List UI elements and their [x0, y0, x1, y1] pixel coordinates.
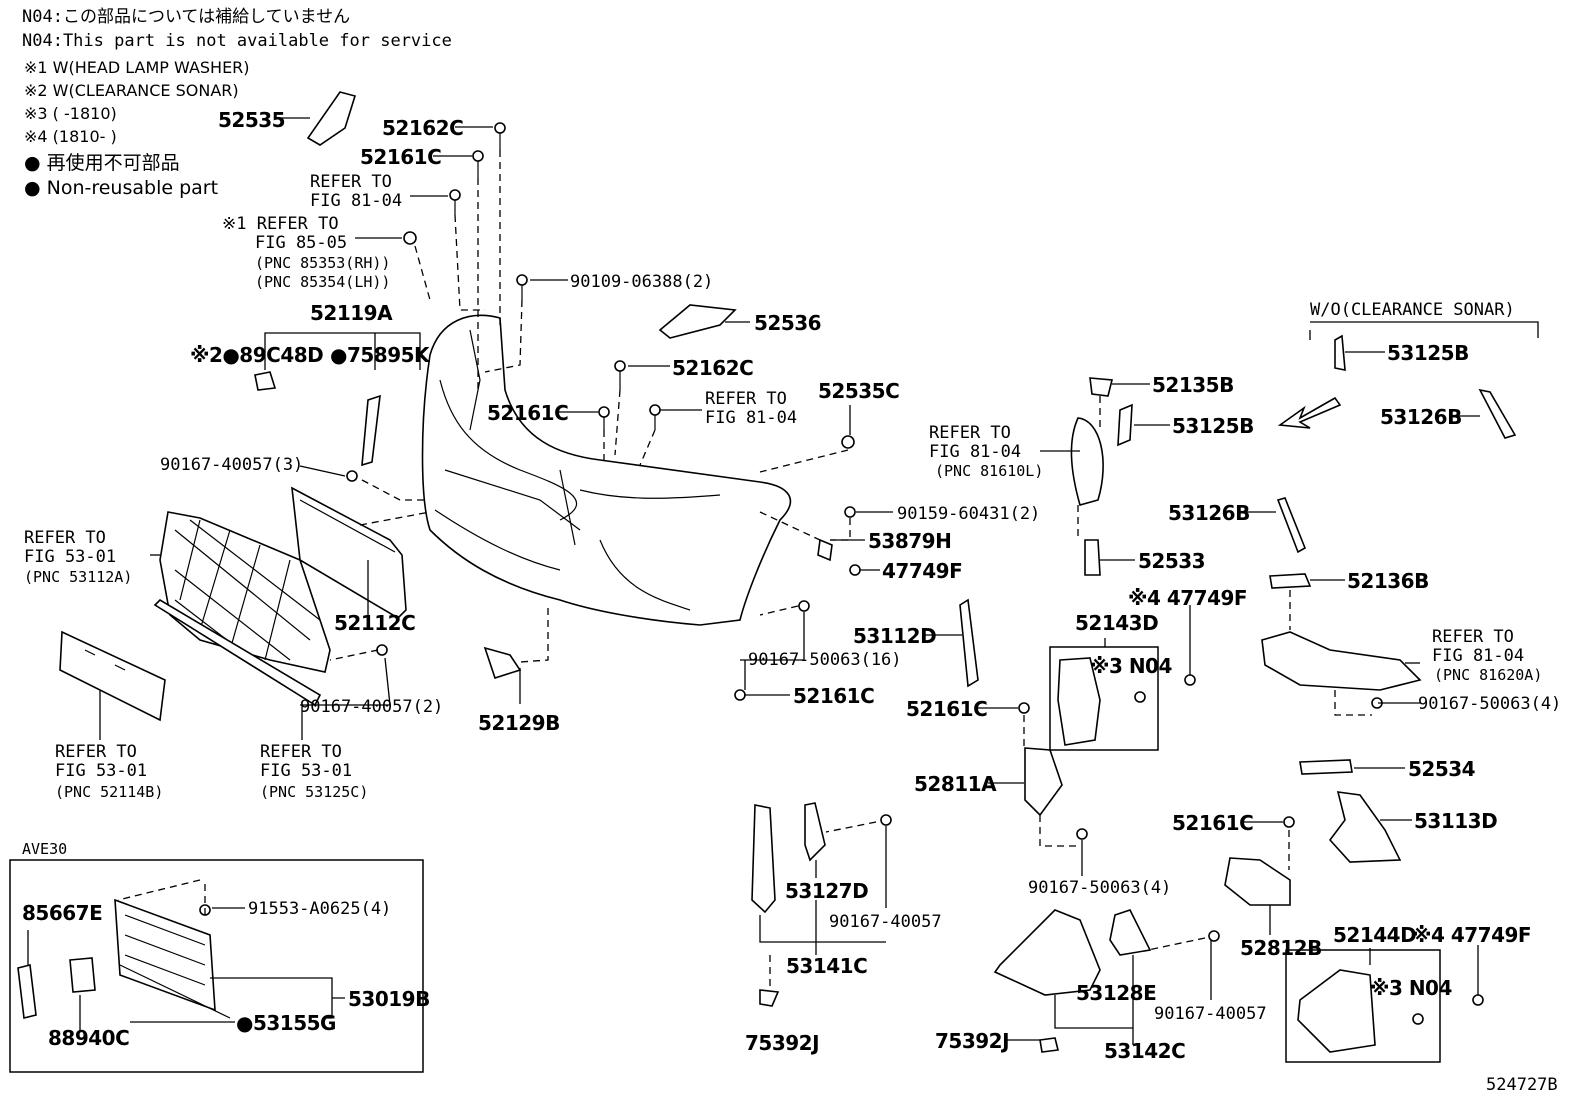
label-85667E[interactable]: 85667E [22, 901, 103, 925]
label-52144D[interactable]: 52144D [1333, 923, 1417, 947]
ave30-label: AVE30 [22, 840, 67, 858]
note-n04-en: N04:This part is not available for servi… [22, 31, 452, 51]
label-52535C[interactable]: 52535C [818, 379, 900, 403]
note-cond4: ※4 (1810- ) [24, 127, 117, 146]
label-88940C[interactable]: 88940C [48, 1026, 130, 1050]
fog-bezel-parts[interactable] [751, 802, 1152, 1053]
label-47749F-a[interactable]: 47749F [882, 559, 963, 583]
lower-molding-part[interactable] [153, 598, 322, 707]
label-52162C-mid[interactable]: 52162C [672, 356, 754, 380]
label-90167-3[interactable]: 90167-40057(3) [160, 455, 303, 475]
figure-code: 524727B [1486, 1075, 1558, 1095]
label-N04-b[interactable]: ※3 N04 [1370, 976, 1452, 1000]
ave30-shutter-part[interactable] [17, 898, 231, 1019]
label-90167-50063-4b[interactable]: 90167-50063(4) [1028, 878, 1171, 898]
label-75392J-b[interactable]: 75392J [935, 1029, 1010, 1053]
label-52812B[interactable]: 52812B [1240, 936, 1322, 960]
wo-clearance-sonar-label: W/O(CLEARANCE SONAR) [1310, 300, 1515, 320]
label-90109[interactable]: 90109-06388(2) [570, 272, 713, 292]
label-90167-50063-16[interactable]: 90167-50063(16) [748, 650, 902, 670]
label-52161C-mid[interactable]: 52161C [487, 401, 569, 425]
label-75392J-a[interactable]: 75392J [745, 1031, 820, 1055]
note-n04-jp: N04:この部品については補給していません [22, 7, 350, 27]
label-52536[interactable]: 52536 [754, 311, 822, 335]
label-52112C[interactable]: 52112C [334, 611, 416, 635]
label-52129B[interactable]: 52129B [478, 711, 560, 735]
note-cond1: ※1 W(HEAD LAMP WASHER) [24, 58, 250, 77]
label-53126B-a[interactable]: 53126B [1380, 405, 1462, 429]
label-47749F-b[interactable]: ※4 47749F [1128, 586, 1248, 610]
label-52143D[interactable]: 52143D [1075, 611, 1159, 635]
label-90167-40057-b[interactable]: 90167-40057 [1154, 1004, 1267, 1024]
label-52161C-right[interactable]: 52161C [906, 697, 988, 721]
label-52136B[interactable]: 52136B [1347, 569, 1429, 593]
label-52162C-top[interactable]: 52162C [382, 116, 464, 140]
leader-lines [27, 117, 1480, 1045]
label-53127D[interactable]: 53127D [785, 879, 869, 903]
label-90167-2[interactable]: 90167-40057(2) [300, 697, 443, 717]
label-52135B[interactable]: 52135B [1152, 373, 1234, 397]
label-52535[interactable]: 52535 [218, 108, 286, 132]
part-labels: 52535 52162C 52161C 90109-06388(2) 52536… [22, 108, 1561, 1063]
label-90167-50063-4a[interactable]: 90167-50063(4) [1418, 694, 1561, 714]
label-52811A[interactable]: 52811A [914, 772, 998, 796]
label-53879H[interactable]: 53879H [868, 529, 952, 553]
label-75895K[interactable]: ●75895K [330, 343, 432, 367]
bumper-cover-part[interactable] [421, 314, 792, 626]
label-53112D[interactable]: 53112D [853, 624, 937, 648]
label-52161C-top[interactable]: 52161C [360, 145, 442, 169]
license-bracket-part[interactable] [59, 630, 166, 722]
note-cond2: ※2 W(CLEARANCE SONAR) [24, 81, 239, 100]
note-nonreuse-jp: ● 再使用不可部品 [24, 152, 180, 174]
dashed-lines [117, 150, 1372, 990]
note-cond3: ※3 ( -1810) [24, 104, 117, 123]
label-53019B[interactable]: 53019B [348, 987, 430, 1011]
label-90167-40057-a[interactable]: 90167-40057 [829, 912, 942, 932]
brackets [254, 91, 1517, 906]
note-nonreuse-en: ● Non-reusable part [24, 177, 218, 199]
label-52119A[interactable]: 52119A [310, 301, 394, 325]
label-52533[interactable]: 52533 [1138, 549, 1206, 573]
label-52161C-far[interactable]: 52161C [1172, 811, 1254, 835]
label-91553[interactable]: 91553-A0625(4) [248, 899, 391, 919]
label-52534[interactable]: 52534 [1408, 757, 1476, 781]
sonar-bracket-boxes [1049, 646, 1441, 1063]
label-47749F-c[interactable]: ※4 47749F [1412, 923, 1532, 947]
label-53141C[interactable]: 53141C [786, 954, 868, 978]
direction-arrow [1277, 396, 1342, 429]
label-N04-a[interactable]: ※3 N04 [1090, 654, 1172, 678]
label-53142C[interactable]: 53142C [1104, 1039, 1186, 1063]
label-53113D[interactable]: 53113D [1414, 809, 1498, 833]
label-89C48D[interactable]: ※2●89C48D [190, 343, 324, 367]
clips [199, 122, 1484, 1025]
label-90159[interactable]: 90159-60431(2) [897, 504, 1040, 524]
label-53125B-b[interactable]: 53125B [1172, 414, 1254, 438]
label-53126B-b[interactable]: 53126B [1168, 501, 1250, 525]
label-53125B-a[interactable]: 53125B [1387, 341, 1469, 365]
label-53155G[interactable]: ●53155G [236, 1011, 336, 1035]
ave30-box [9, 859, 424, 1073]
label-53128E[interactable]: 53128E [1076, 981, 1157, 1005]
label-52161C-low[interactable]: 52161C [793, 684, 875, 708]
